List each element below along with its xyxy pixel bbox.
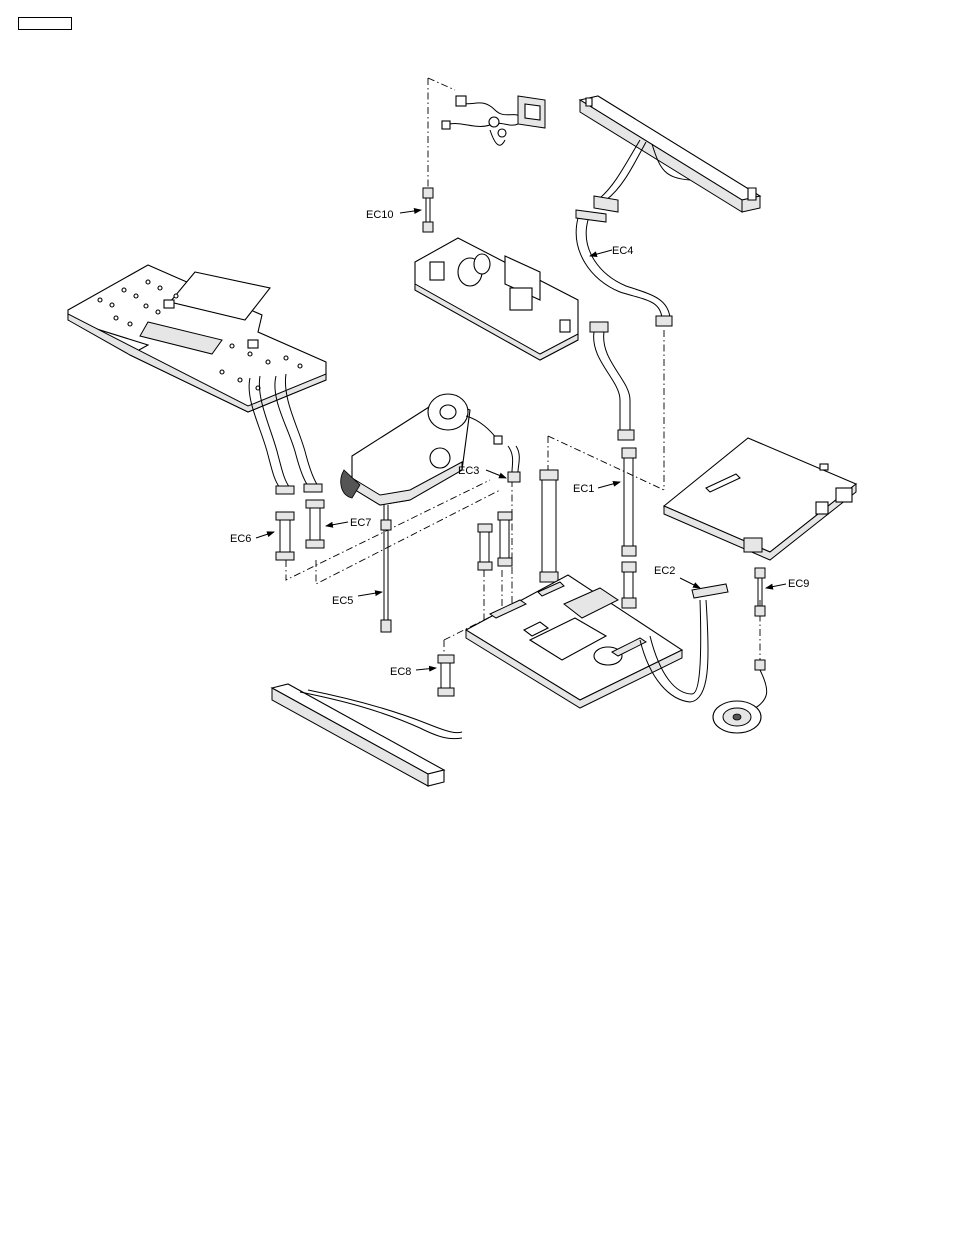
rail-bar-assembly (580, 96, 760, 212)
operation-panel-board (68, 265, 326, 412)
connector-ec10: EC10 (366, 188, 433, 232)
main-logic-board (466, 575, 682, 708)
label-ec5: EC5 (332, 595, 353, 607)
label-ec10: EC10 (366, 209, 394, 221)
ncu-board (664, 438, 856, 560)
motor-gear-unit (341, 394, 502, 505)
connector-ec1: EC1 (573, 322, 636, 608)
connector-ec7: EC7 (306, 500, 371, 548)
label-ec9: EC9 (788, 578, 809, 590)
label-ec2: EC2 (654, 565, 675, 577)
label-ec8: EC8 (390, 666, 411, 678)
label-ec3: EC3 (458, 465, 479, 477)
main-board-flat-cable (540, 470, 558, 582)
image-sensor-bar (272, 684, 462, 786)
connector-ec4: EC4 (576, 210, 672, 326)
connector-ec8: EC8 (390, 655, 454, 696)
power-cord-assembly (442, 96, 545, 145)
label-ec4: EC4 (612, 245, 633, 257)
connector-ec3: EC3 (458, 446, 520, 570)
label-ec1: EC1 (573, 483, 594, 495)
label-ec6: EC6 (230, 533, 251, 545)
speaker (713, 660, 767, 733)
label-ec7: EC7 (350, 517, 371, 529)
power-supply-board (415, 238, 578, 360)
connector-ec9: EC9 (755, 568, 809, 616)
